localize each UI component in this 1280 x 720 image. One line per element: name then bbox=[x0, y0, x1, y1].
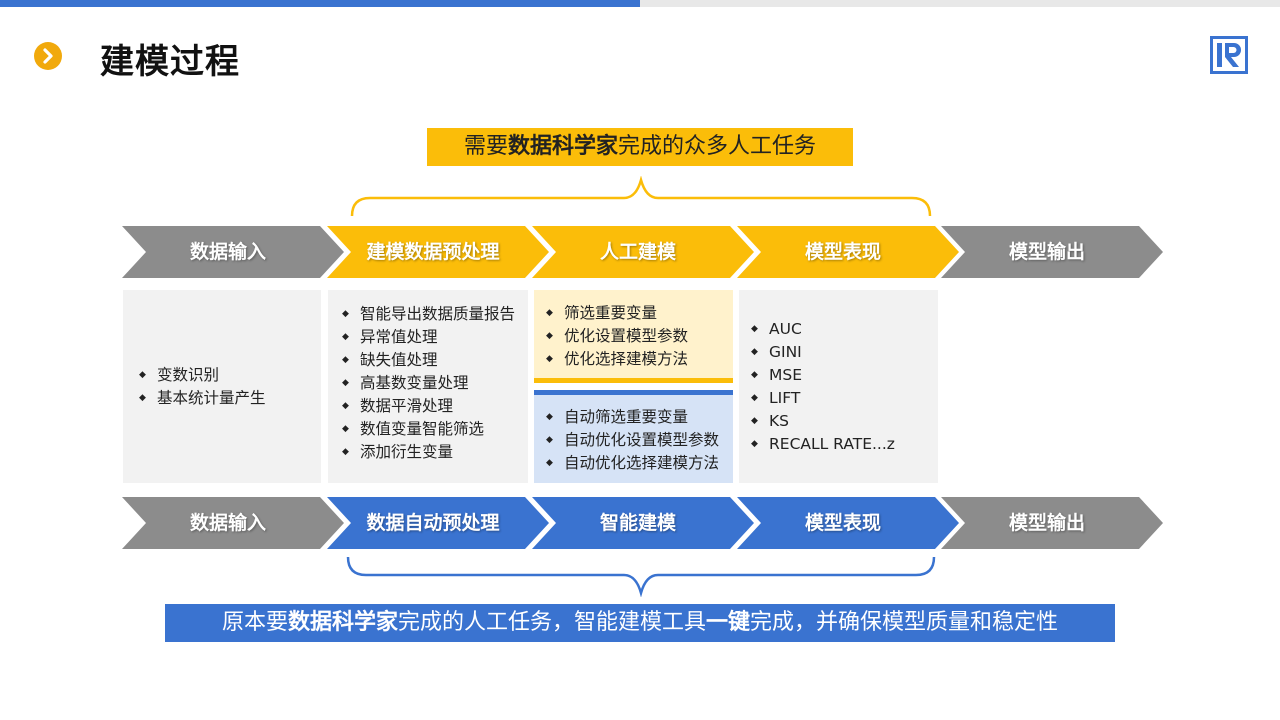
bottom-brace bbox=[346, 556, 936, 597]
list-item: AUC bbox=[747, 318, 895, 341]
list-item: 异常值处理 bbox=[338, 326, 528, 349]
detail-list-preprocess: 智能导出数据质量报告异常值处理缺失值处理高基数变量处理数据平滑处理数值变量智能筛… bbox=[338, 303, 528, 464]
list-item: 基本统计量产生 bbox=[135, 387, 266, 410]
chevron-arrow-shape bbox=[737, 226, 959, 278]
top-flow-step-2: 建模数据预处理 bbox=[327, 226, 549, 278]
top-accent-bar-gray bbox=[640, 0, 1280, 7]
top-brace bbox=[350, 176, 932, 217]
callout-text: 原本要 bbox=[221, 610, 288, 635]
top-accent-bar-blue bbox=[0, 0, 640, 7]
list-item: GINI bbox=[747, 341, 895, 364]
step-label: 模型输出 bbox=[1008, 241, 1085, 263]
detail-list-manual-modeling: 筛选重要变量优化设置模型参数优化选择建模方法 bbox=[542, 302, 733, 371]
step-label: 数据输入 bbox=[189, 512, 266, 534]
chevron-arrow-shape bbox=[122, 497, 344, 549]
bottom-flow-step-1: 数据输入 bbox=[122, 497, 344, 549]
bottom-flow-step-5: 模型输出 bbox=[941, 497, 1163, 549]
step-label: 模型表现 bbox=[804, 512, 881, 534]
list-item: 筛选重要变量 bbox=[542, 302, 733, 325]
bottom-flow-step-2: 数据自动预处理 bbox=[327, 497, 549, 549]
detail-box-smart-modeling: 自动筛选重要变量自动优化设置模型参数自动优化选择建模方法 bbox=[534, 390, 733, 483]
callout-emphasis: 数据科学家 bbox=[287, 610, 398, 635]
list-item: MSE bbox=[747, 364, 895, 387]
step-label: 模型输出 bbox=[1008, 512, 1085, 534]
step-label: 数据自动预处理 bbox=[366, 512, 500, 534]
list-item: 数值变量智能筛选 bbox=[338, 418, 528, 441]
list-item: 自动优化设置模型参数 bbox=[542, 429, 733, 452]
chevron-arrow-shape bbox=[941, 226, 1163, 278]
list-item: 数据平滑处理 bbox=[338, 395, 528, 418]
list-item: 优化选择建模方法 bbox=[542, 348, 733, 371]
callout-manual-tasks: 需要数据科学家完成的众多人工任务 bbox=[427, 128, 853, 166]
bottom-flow-step-4: 模型表现 bbox=[737, 497, 959, 549]
callout-text: 需要 bbox=[463, 134, 508, 159]
chevron-arrow-shape bbox=[122, 226, 344, 278]
detail-box-manual-modeling: 筛选重要变量优化设置模型参数优化选择建模方法 bbox=[534, 290, 733, 383]
callout-text: 完成的人工任务，智能建模工具 bbox=[397, 610, 706, 635]
chevron-arrow-shape bbox=[941, 497, 1163, 549]
list-item: 缺失值处理 bbox=[338, 349, 528, 372]
step-label: 智能建模 bbox=[599, 512, 676, 534]
detail-box-preprocess: 智能导出数据质量报告异常值处理缺失值处理高基数变量处理数据平滑处理数值变量智能筛… bbox=[328, 290, 528, 483]
top-flow-step-3: 人工建模 bbox=[532, 226, 754, 278]
detail-box-input: 变数识别基本统计量产生 bbox=[123, 290, 321, 483]
callout-emphasis: 一键 bbox=[706, 610, 751, 635]
detail-list-smart-modeling: 自动筛选重要变量自动优化设置模型参数自动优化选择建模方法 bbox=[542, 406, 733, 475]
top-process-flow: 数据输入 建模数据预处理 人工建模 模型表现 模型输出 bbox=[0, 226, 1280, 278]
list-item: 添加衍生变量 bbox=[338, 441, 528, 464]
callout-emphasis: 数据科学家 bbox=[507, 134, 618, 159]
chevron-arrow-shape bbox=[327, 497, 549, 549]
callout-text: 完成的众多人工任务 bbox=[618, 134, 817, 159]
bottom-flow-step-3: 智能建模 bbox=[532, 497, 754, 549]
callout-text: 完成，并确保模型质量和稳定性 bbox=[750, 610, 1059, 635]
list-item: 优化设置模型参数 bbox=[542, 325, 733, 348]
chevron-arrow-shape bbox=[737, 497, 959, 549]
top-flow-step-4: 模型表现 bbox=[737, 226, 959, 278]
chevron-arrow-shape bbox=[532, 497, 754, 549]
top-flow-step-5: 模型输出 bbox=[941, 226, 1163, 278]
list-item: 变数识别 bbox=[135, 364, 266, 387]
detail-box-performance: AUCGINIMSELIFTKSRECALL RATE...z bbox=[739, 290, 938, 483]
chevron-right-icon bbox=[34, 42, 62, 70]
step-label: 建模数据预处理 bbox=[366, 241, 500, 263]
chevron-arrow-shape bbox=[532, 226, 754, 278]
list-item: 自动优化选择建模方法 bbox=[542, 452, 733, 475]
page-title: 建模过程 bbox=[100, 42, 240, 82]
list-item: 高基数变量处理 bbox=[338, 372, 528, 395]
list-item: RECALL RATE...z bbox=[747, 433, 895, 456]
list-item: 智能导出数据质量报告 bbox=[338, 303, 528, 326]
bottom-process-flow: 数据输入 数据自动预处理 智能建模 模型表现 模型输出 bbox=[0, 497, 1280, 549]
detail-list-performance: AUCGINIMSELIFTKSRECALL RATE...z bbox=[747, 318, 895, 456]
step-label: 人工建模 bbox=[599, 241, 676, 263]
step-label: 数据输入 bbox=[189, 241, 266, 263]
chevron-arrow-shape bbox=[327, 226, 549, 278]
list-item: KS bbox=[747, 410, 895, 433]
step-label: 模型表现 bbox=[804, 241, 881, 263]
top-flow-step-1: 数据输入 bbox=[122, 226, 344, 278]
list-item: LIFT bbox=[747, 387, 895, 410]
detail-list-input: 变数识别基本统计量产生 bbox=[135, 364, 266, 410]
r-logo-icon bbox=[1210, 36, 1248, 74]
list-item: 自动筛选重要变量 bbox=[542, 406, 733, 429]
callout-smart-modeling: 原本要数据科学家完成的人工任务，智能建模工具一键完成，并确保模型质量和稳定性 bbox=[165, 604, 1115, 642]
